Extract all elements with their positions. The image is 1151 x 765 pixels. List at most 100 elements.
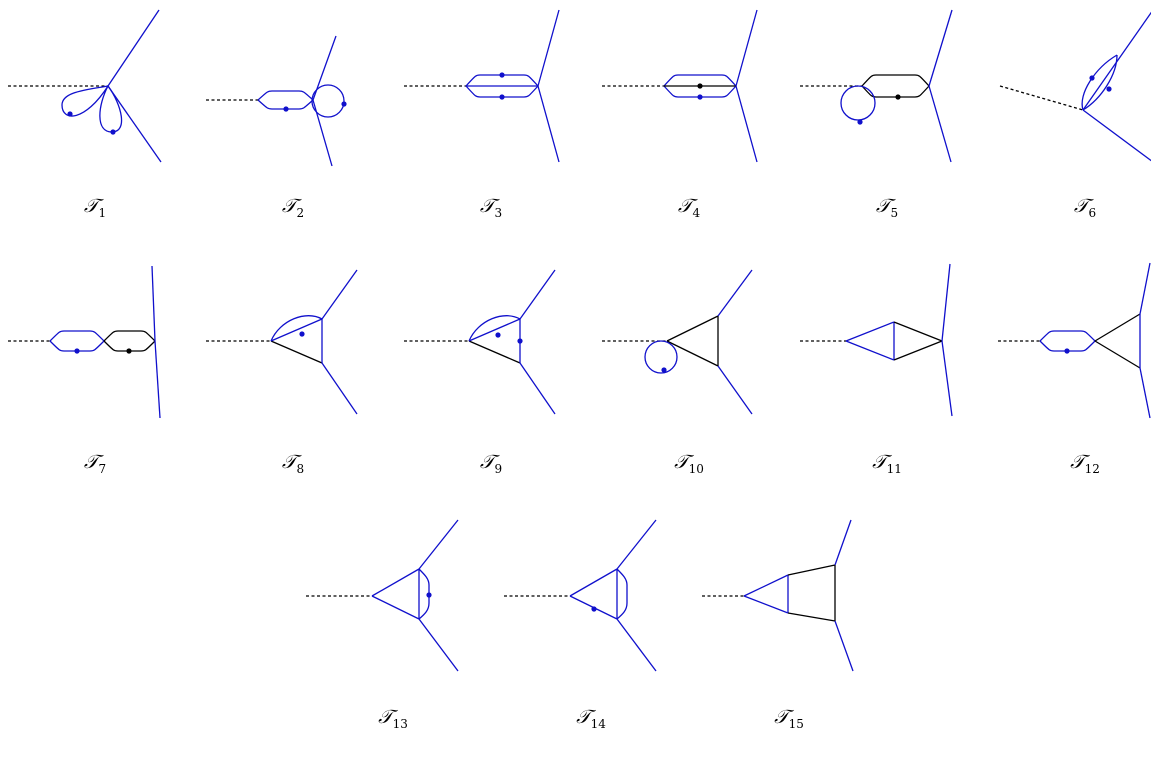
diagram-graphic bbox=[8, 9, 162, 163]
dot-marker bbox=[74, 348, 80, 354]
label-letter: 𝒯 bbox=[774, 706, 789, 728]
dot-marker bbox=[857, 119, 863, 125]
label-index: 4 bbox=[692, 205, 701, 220]
diamond-upper-left bbox=[845, 321, 895, 342]
dot-marker bbox=[426, 592, 432, 598]
label-letter: 𝒯 bbox=[1073, 195, 1089, 217]
bubble-arc bbox=[270, 315, 323, 342]
external-leg-lower bbox=[928, 85, 952, 163]
loop-circle bbox=[840, 85, 876, 121]
bubble-top bbox=[257, 90, 314, 101]
label-index: 1 bbox=[98, 205, 107, 220]
label-letter: 𝒯 bbox=[576, 706, 591, 728]
diagram-label: 𝒯9 bbox=[396, 451, 586, 476]
bubble-bottom bbox=[861, 85, 930, 98]
dot-marker bbox=[1106, 86, 1112, 92]
diagram-label: 𝒯15 bbox=[694, 706, 884, 731]
bubble-top bbox=[1081, 54, 1118, 111]
external-leg-lower bbox=[941, 340, 953, 417]
dot-marker bbox=[495, 332, 501, 338]
diamond-lower-right bbox=[893, 340, 943, 361]
diagram-t15: 𝒯15 bbox=[694, 515, 884, 765]
external-leg-lower bbox=[312, 99, 333, 167]
label-letter: 𝒯 bbox=[674, 451, 689, 473]
label-index: 7 bbox=[98, 461, 107, 476]
diagram-t7: 𝒯7 bbox=[0, 258, 190, 508]
external-leg-upper bbox=[928, 9, 953, 87]
triangle-lower-side bbox=[1094, 340, 1141, 369]
diagram-graphic bbox=[206, 269, 358, 415]
label-letter: 𝒯 bbox=[378, 706, 393, 728]
triangle-upper-side bbox=[666, 315, 719, 342]
diagram-label: 𝒯8 bbox=[198, 451, 388, 476]
diagram-graphic bbox=[998, 262, 1151, 419]
dot-marker bbox=[895, 94, 901, 100]
diagram-label: 𝒯4 bbox=[594, 195, 784, 220]
dot-marker bbox=[299, 331, 305, 337]
box-top bbox=[787, 564, 836, 576]
external-leg-upper bbox=[1139, 262, 1151, 315]
label-index: 9 bbox=[494, 461, 503, 476]
triangle-lower-side bbox=[371, 595, 420, 620]
external-leg-lower bbox=[1139, 367, 1151, 419]
box-lower-left bbox=[743, 595, 789, 614]
external-leg-upper bbox=[735, 9, 758, 87]
box-upper-left bbox=[743, 574, 789, 597]
label-index: 2 bbox=[296, 205, 305, 220]
diagram-label: 𝒯6 bbox=[990, 195, 1151, 220]
diagram-graphic bbox=[404, 9, 560, 163]
external-leg-lower bbox=[107, 85, 162, 163]
bubble-arc bbox=[468, 315, 521, 342]
diagram-t8: 𝒯8 bbox=[198, 258, 388, 508]
diagram-label: 𝒯5 bbox=[792, 195, 982, 220]
diagram-t11: 𝒯11 bbox=[792, 258, 982, 508]
external-leg-lower bbox=[834, 620, 854, 672]
external-leg-upper bbox=[537, 9, 560, 87]
external-leg-upper bbox=[941, 263, 951, 342]
label-letter: 𝒯 bbox=[1070, 451, 1085, 473]
diagram-label: 𝒯10 bbox=[594, 451, 784, 476]
box-bottom bbox=[787, 612, 836, 622]
dot-marker bbox=[697, 83, 703, 89]
label-letter: 𝒯 bbox=[83, 195, 99, 217]
diagram-label: 𝒯11 bbox=[792, 451, 982, 476]
label-letter: 𝒯 bbox=[872, 451, 887, 473]
dot-marker bbox=[661, 367, 667, 373]
external-leg-upper bbox=[717, 269, 753, 317]
label-letter: 𝒯 bbox=[281, 195, 297, 217]
diagram-t12: 𝒯12 bbox=[990, 258, 1151, 508]
diagram-t6: 𝒯6 bbox=[990, 0, 1151, 250]
diagram-label: 𝒯12 bbox=[990, 451, 1151, 476]
diagram-t1: 𝒯1 bbox=[0, 0, 190, 250]
dot-marker bbox=[499, 72, 505, 78]
dot-marker bbox=[126, 348, 132, 354]
external-leg-lower bbox=[154, 340, 161, 419]
label-index: 12 bbox=[1084, 461, 1100, 476]
triangle-lower-side bbox=[666, 340, 719, 367]
label-letter: 𝒯 bbox=[479, 451, 495, 473]
external-leg-upper bbox=[616, 519, 657, 570]
label-index: 14 bbox=[590, 716, 606, 731]
bubble-right bbox=[616, 568, 628, 620]
diagram-label: 𝒯3 bbox=[396, 195, 586, 220]
external-leg-lower bbox=[717, 365, 753, 415]
label-index: 6 bbox=[1088, 205, 1097, 220]
diagram-graphic bbox=[504, 519, 657, 672]
external-leg-upper bbox=[519, 269, 556, 320]
diagram-label: 𝒯13 bbox=[298, 706, 488, 731]
label-letter: 𝒯 bbox=[479, 195, 495, 217]
external-leg-upper bbox=[151, 265, 156, 342]
external-leg-lower bbox=[735, 85, 758, 163]
external-leg-upper bbox=[321, 269, 358, 320]
dot-marker bbox=[283, 106, 289, 112]
dot-marker bbox=[499, 94, 505, 100]
dot-marker bbox=[110, 129, 116, 135]
diagram-t5: 𝒯5 bbox=[792, 0, 982, 250]
diagram-graphic bbox=[800, 263, 953, 417]
label-letter: 𝒯 bbox=[281, 451, 297, 473]
dot-marker bbox=[517, 338, 523, 344]
triangle-upper-side bbox=[569, 568, 618, 597]
diamond-upper-right bbox=[893, 321, 943, 342]
external-leg-lower bbox=[537, 85, 560, 163]
